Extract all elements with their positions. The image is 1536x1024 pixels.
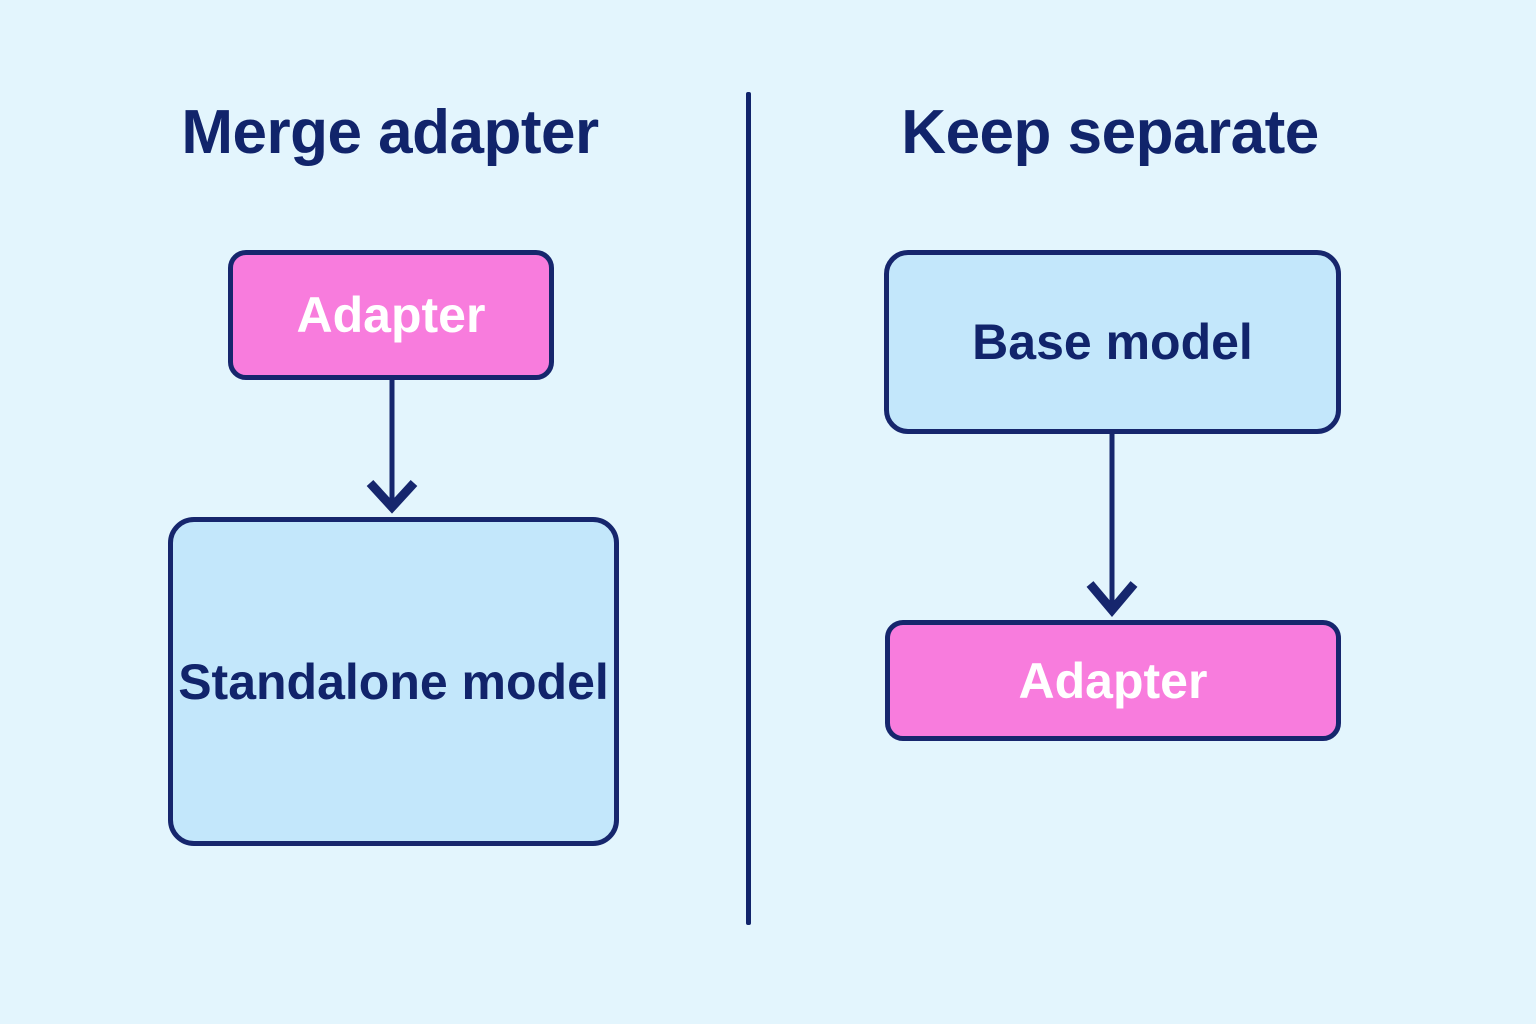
column-title-merge-adapter: Merge adapter [181,98,599,167]
arrow-base-to-adapter-icon [1086,430,1138,617]
node-base-model-label: Base model [972,314,1253,370]
node-standalone-model-label: Standalone model [178,653,609,710]
node-base-model[interactable]: Base model [884,250,1341,434]
column-title-keep-separate: Keep separate [901,98,1319,167]
arrow-adapter-to-standalone-icon [366,375,418,514]
node-adapter-merge[interactable]: Adapter [228,250,554,380]
node-adapter-separate-label: Adapter [1018,652,1208,709]
node-standalone-model[interactable]: Standalone model [168,517,619,846]
vertical-divider [746,92,751,925]
node-adapter-merge-label: Adapter [296,287,486,343]
node-adapter-separate[interactable]: Adapter [885,620,1341,741]
